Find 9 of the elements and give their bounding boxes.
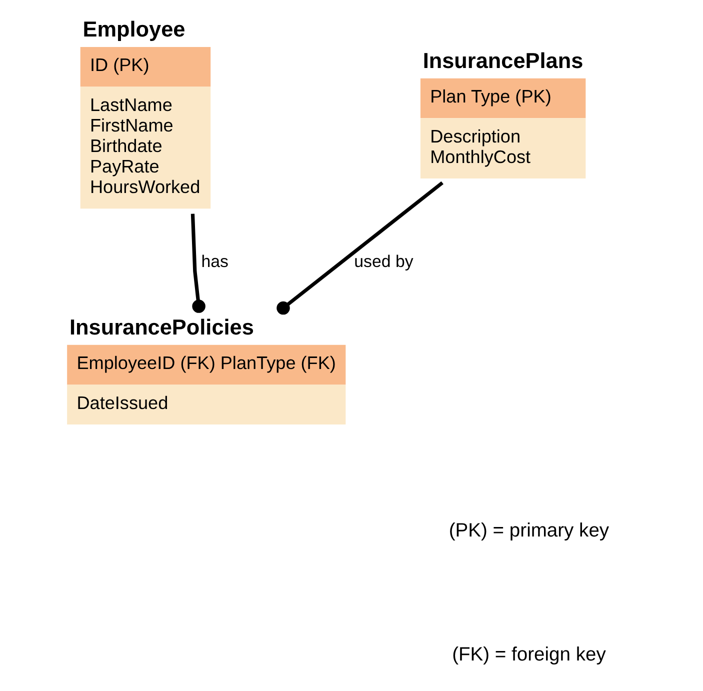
label: (PK) = primary key: [448, 520, 609, 542]
label: (FK) = foreign key: [452, 644, 606, 666]
edge-label: used by: [354, 252, 413, 271]
node-label: InsurancePolicies: [68, 314, 254, 340]
connector: [190, 214, 205, 313]
connector: [276, 181, 443, 315]
node-label: InsurancePlans: [422, 48, 583, 73]
edge-label: has: [200, 252, 228, 271]
node-label: Employee: [82, 16, 185, 42]
